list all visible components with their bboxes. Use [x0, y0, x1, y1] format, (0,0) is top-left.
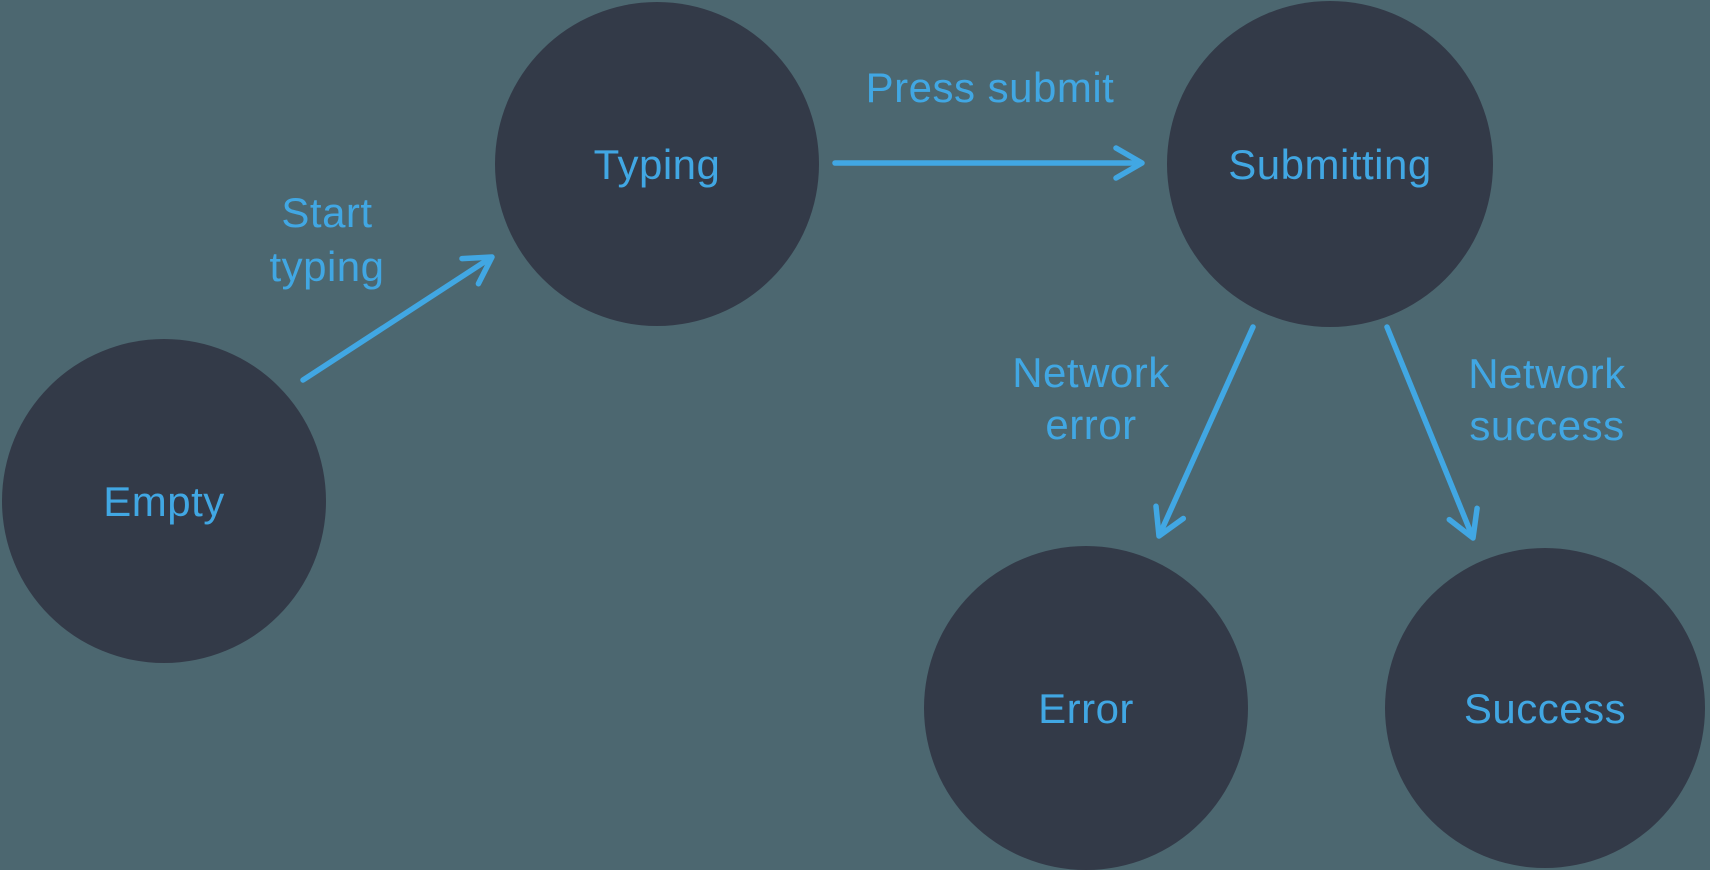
state-node-label-success: Success	[1464, 685, 1626, 732]
edge-label-network-success-line-1: success	[1469, 402, 1624, 449]
state-node-submitting	[1167, 1, 1493, 327]
state-node-label-typing: Typing	[594, 141, 721, 188]
edge-label-network-error-line-0: Network	[1012, 349, 1170, 396]
edge-label-press-submit-line-0: Press submit	[866, 64, 1115, 111]
state-node-label-submitting: Submitting	[1228, 141, 1431, 188]
arrowhead-icon-press-submit	[1113, 145, 1145, 181]
edge-label-start-typing-line-1: typing	[269, 243, 384, 290]
arrow-shaft-network-error	[1157, 324, 1256, 537]
state-node-label-empty: Empty	[103, 478, 225, 525]
arrowhead-icon-start-typing	[459, 254, 495, 287]
edge-label-network-error-line-1: error	[1045, 401, 1136, 448]
arrow-shaft-network-success	[1384, 324, 1475, 539]
arrow-shaft-start-typing	[300, 255, 494, 383]
state-node-success	[1385, 548, 1705, 868]
arrowhead-icon-network-error	[1153, 503, 1187, 539]
state-node-typing	[495, 2, 819, 326]
edge-label-start-typing-line-0: Start	[281, 189, 372, 236]
edge-label-network-success-line-0: Network	[1468, 350, 1626, 397]
arrowhead-icon-network-success	[1446, 505, 1480, 541]
state-node-empty	[2, 339, 326, 663]
state-node-error	[924, 546, 1248, 870]
state-node-label-error: Error	[1038, 685, 1134, 732]
